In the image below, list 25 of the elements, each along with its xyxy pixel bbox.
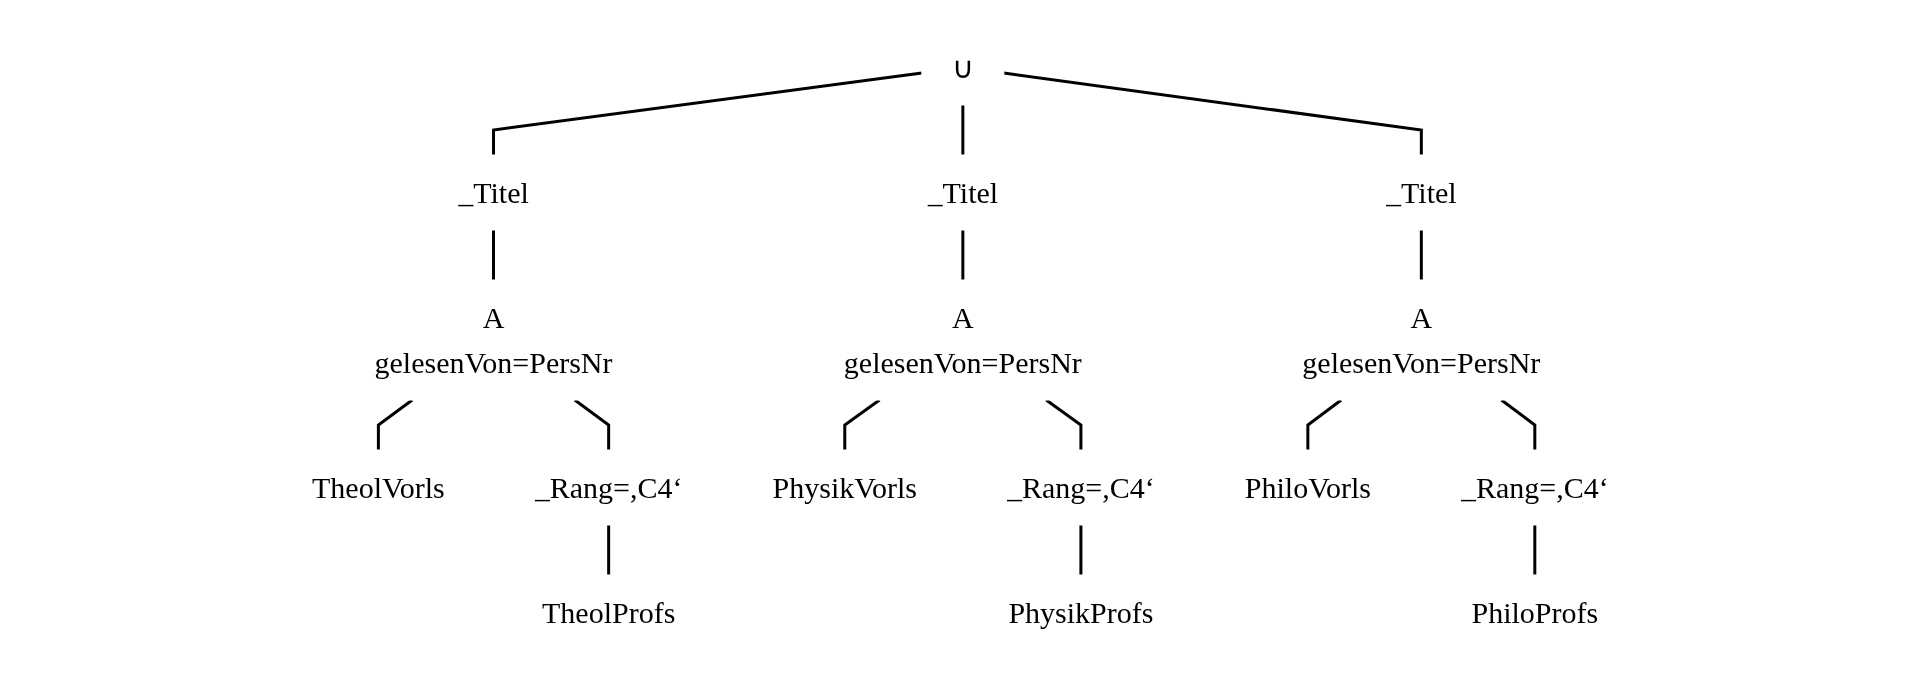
node-text: _Rang=,C4‘ [1461, 471, 1609, 504]
connector [1420, 230, 1423, 280]
node-text: _Rang=,C4‘ [1007, 471, 1155, 504]
connector [1533, 525, 1537, 575]
node-text: A gelesenVon=PersNr [844, 301, 1082, 379]
node-text: A gelesenVon=PersNr [1302, 301, 1541, 379]
node-text: _Titel [927, 176, 999, 209]
connector [1079, 525, 1083, 575]
connector [1003, 71, 1423, 155]
node-text: _Rang=,C4‘ [534, 471, 683, 504]
connector [961, 230, 965, 280]
node-text: PhiloVorls [1244, 471, 1372, 504]
node-text: A gelesenVon=PersNr [374, 301, 613, 379]
node-text: PhysikVorls [772, 471, 918, 504]
node-text: ∪ [952, 51, 974, 84]
node-text: TheolProfs [542, 596, 676, 629]
node-text: TheolVorls [312, 471, 445, 504]
connector [607, 525, 611, 575]
connector [961, 105, 965, 155]
node-text: _Titel [1386, 176, 1457, 209]
node-text: _Titel [458, 176, 529, 209]
node-text: PhiloProfs [1471, 596, 1599, 629]
node-text: PhysikProfs [1008, 596, 1154, 629]
connector [492, 230, 496, 280]
connector [492, 71, 923, 155]
